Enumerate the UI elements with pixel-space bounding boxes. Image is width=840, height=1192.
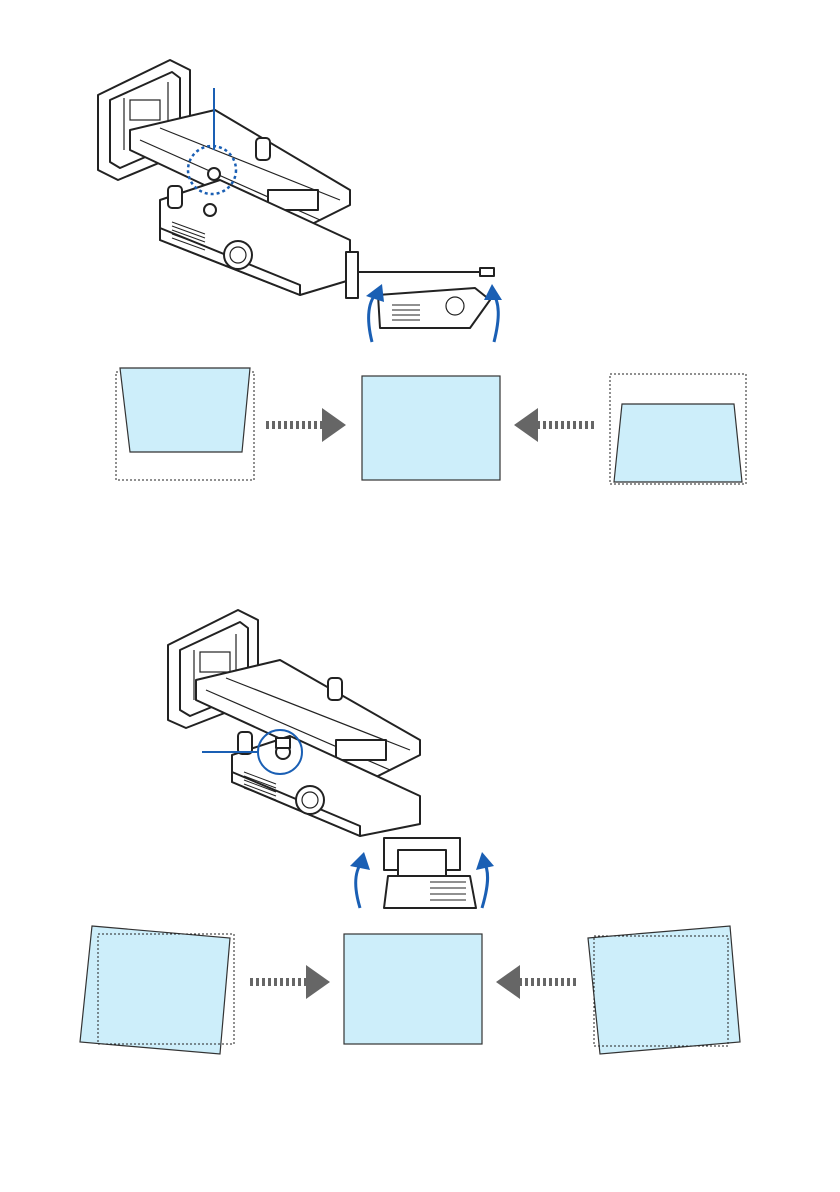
- projected-image-rotated-ccw: [80, 926, 230, 1054]
- rotation-adjustment-diagram: [0, 560, 840, 1080]
- wall-bracket-icon: [346, 252, 358, 298]
- screen-keystone-bottom-wide: [610, 374, 746, 484]
- projector-mount-illustration: [168, 610, 420, 836]
- projected-image-rotated-cw: [588, 926, 740, 1054]
- dashed-arrow-icon: [266, 408, 346, 442]
- dashed-arrow-icon: [250, 965, 330, 999]
- screen-corrected: [362, 376, 500, 480]
- adjustment-screw-icon: [276, 738, 290, 759]
- front-view-projector-illustration: [350, 838, 494, 908]
- dashed-arrow-icon: [496, 965, 576, 999]
- screen-keystone-top-wide: [116, 368, 254, 480]
- projected-image-corrected: [344, 934, 482, 1044]
- projector-mount-illustration: [98, 60, 350, 295]
- projected-image-keystone-top: [120, 368, 250, 452]
- screen-rotated-counterclockwise: [80, 926, 234, 1054]
- rotation-adjustment-panel: [0, 560, 840, 1080]
- front-projector-body-icon: [384, 876, 476, 908]
- projected-image-corrected: [362, 376, 500, 480]
- dashed-arrow-icon: [514, 408, 594, 442]
- tilt-adjustment-panel: [0, 0, 840, 520]
- screen-rotated-clockwise: [588, 926, 740, 1054]
- screen-corrected: [344, 934, 482, 1044]
- side-projector-body-icon: [378, 288, 490, 328]
- side-view-projector-illustration: [346, 252, 502, 342]
- projected-image-keystone-bottom: [614, 404, 742, 482]
- tilt-adjustment-diagram: [0, 0, 840, 520]
